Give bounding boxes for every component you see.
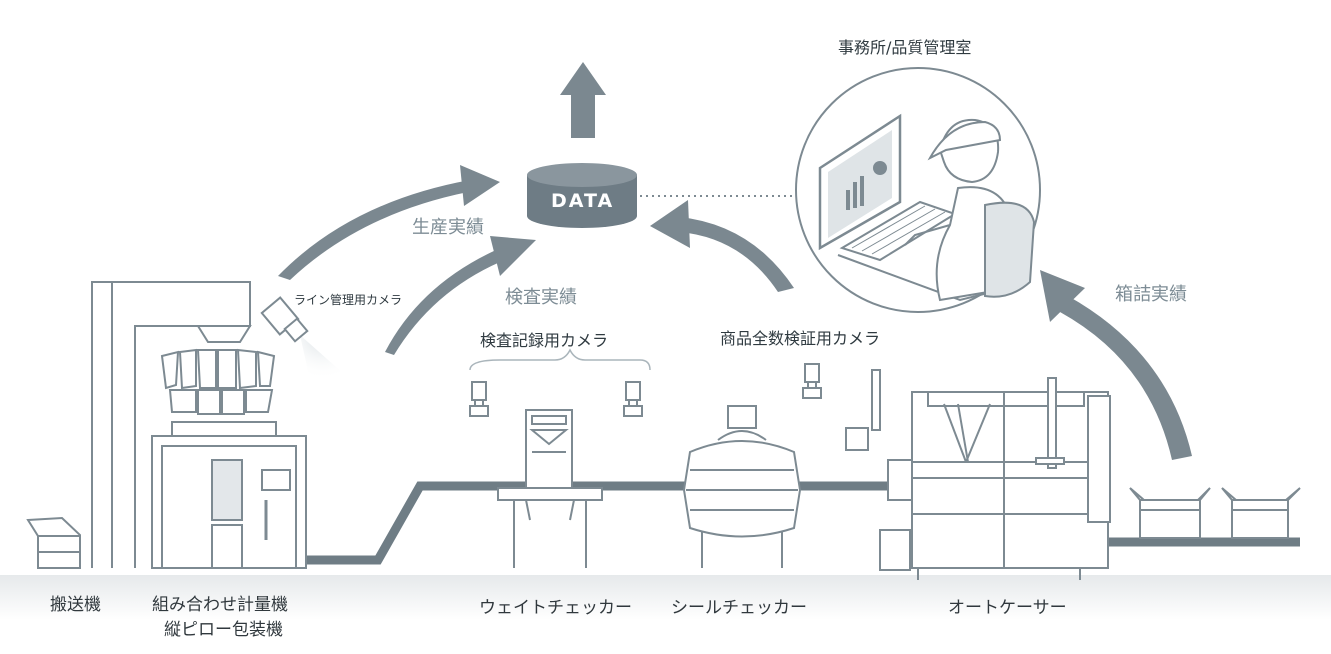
line-camera bbox=[260, 296, 345, 380]
conveyor-machine bbox=[26, 281, 251, 569]
weight-checker-label: ウェイトチェッカー bbox=[479, 598, 632, 618]
seal-checker-machine bbox=[682, 405, 802, 568]
auto-caser-machine bbox=[845, 369, 1111, 580]
inspection-camera-left bbox=[469, 381, 489, 417]
inspection-arrow bbox=[385, 236, 536, 355]
office-label: 事務所/品質管理室 bbox=[838, 38, 972, 57]
pillow-packer-label: 縦ピロー包装機 bbox=[164, 620, 283, 640]
data-store-label: DATA bbox=[551, 190, 615, 212]
seal-checker-label: シールチェッカー bbox=[671, 598, 807, 618]
data-store bbox=[527, 163, 637, 228]
packing-flow-label: 箱詰実績 bbox=[1115, 284, 1187, 305]
inspection-camera-brace bbox=[469, 348, 651, 371]
floor bbox=[0, 575, 1331, 620]
line-camera-label: ライン管理用カメラ bbox=[294, 293, 403, 307]
inspection-camera-right bbox=[623, 381, 643, 417]
product-check-arrow bbox=[650, 200, 794, 292]
combination-weigher-machine bbox=[151, 325, 307, 569]
packed-cases bbox=[1129, 487, 1301, 539]
product-camera-label: 商品全数検証用カメラ bbox=[720, 329, 881, 348]
auto-caser-label: オートケーサー bbox=[948, 598, 1067, 618]
product-camera bbox=[802, 363, 822, 399]
production-arrow bbox=[278, 165, 500, 280]
inspection-flow-label: 検査実績 bbox=[505, 287, 577, 308]
inspection-camera-label: 検査記録用カメラ bbox=[480, 331, 609, 350]
office-illustration bbox=[795, 67, 1041, 313]
conveyor-label: 搬送機 bbox=[50, 595, 101, 615]
production-flow-label: 生産実績 bbox=[412, 217, 484, 238]
packing-arrow bbox=[1040, 270, 1192, 460]
upload-arrow bbox=[560, 62, 606, 138]
weigher-label: 組み合わせ計量機 bbox=[152, 595, 288, 615]
weight-checker-machine bbox=[497, 409, 603, 568]
